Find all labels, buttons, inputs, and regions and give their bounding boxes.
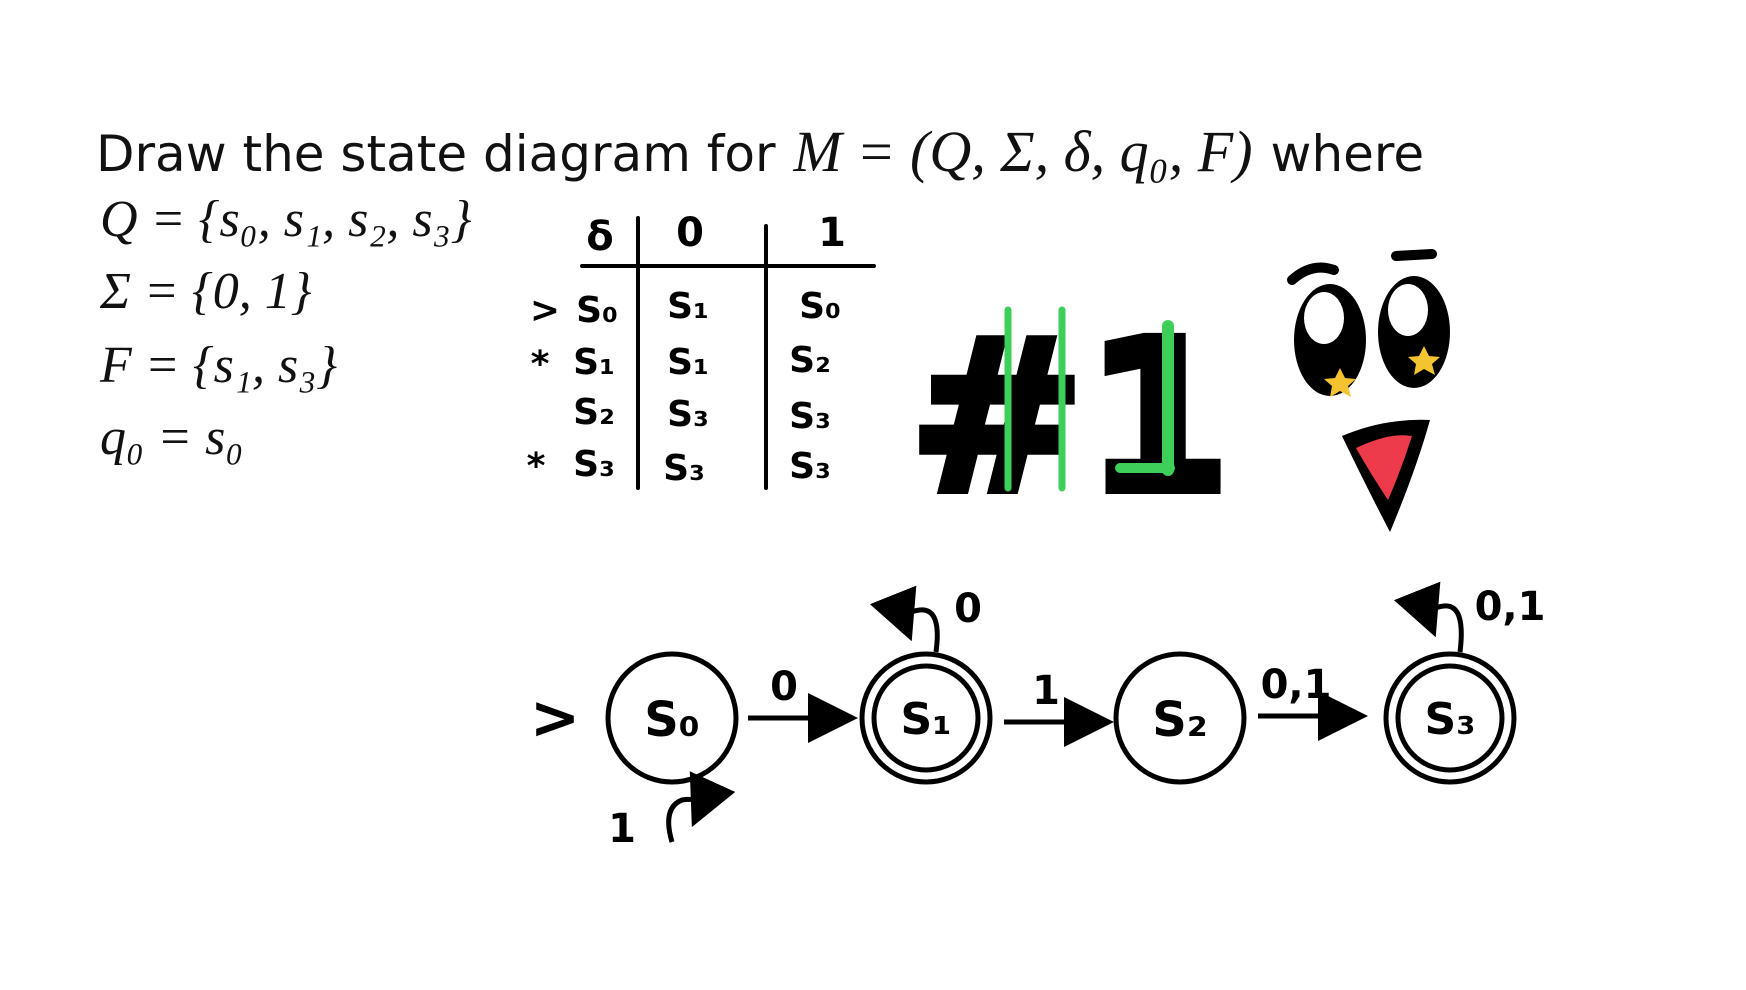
state-s0-label: S₀ [644, 692, 700, 748]
def-sigma: Σ = {0, 1} [100, 263, 312, 320]
edge-s0-s1: 0 [748, 664, 858, 743]
left-eye [1294, 284, 1366, 397]
state-s1-label: S₁ [901, 694, 952, 745]
def-q0: q₀ = s₀ [100, 409, 244, 466]
row-1-on1: S₂ [789, 340, 831, 381]
row-2-on0: S₃ [667, 394, 709, 435]
loop-s0: 1 [608, 771, 736, 852]
row-0-on1: S₀ [799, 286, 841, 327]
accent-strokes [1004, 306, 1175, 492]
row-0-on0: S₁ [667, 286, 709, 327]
left-star-icon [1324, 368, 1356, 397]
def-F: F = {s₁, s₃} [100, 337, 338, 394]
mouth [1342, 419, 1430, 532]
row-1-state: S₁ [573, 342, 615, 383]
number-one-badge: #1 [905, 249, 1450, 544]
row-3-on0: S₃ [663, 448, 705, 489]
table-header-0: 0 [676, 210, 704, 256]
edge-s1-s2-label: 1 [1032, 668, 1060, 714]
loop-s3: 0,1 [1393, 581, 1546, 653]
loop-s0-label: 1 [608, 806, 636, 852]
start-marker: > [530, 683, 580, 753]
table-header-1: 1 [818, 210, 846, 256]
row-0-mark: > [530, 290, 560, 331]
row-1-on0: S₁ [667, 342, 709, 383]
state-s1: S₁ [859, 651, 993, 785]
problem-title: Draw the state diagram for M = (Q, Σ, δ,… [96, 118, 1424, 185]
state-s0: S₀ [605, 651, 739, 785]
edge-s2-s3-label: 0,1 [1261, 662, 1332, 708]
edge-s1-s2: 1 [1004, 668, 1114, 747]
state-s3: S₃ [1383, 651, 1517, 785]
table-header-delta: δ [586, 214, 613, 260]
loop-s3-label: 0,1 [1475, 584, 1546, 630]
row-1-mark: * [531, 344, 550, 385]
loop-s1-label: 0 [954, 586, 982, 632]
title-prefix: Draw the state diagram for [96, 125, 776, 183]
state-s3-label: S₃ [1425, 694, 1476, 745]
badge-text: #1 [909, 295, 1231, 540]
right-star-icon [1408, 346, 1440, 375]
state-s2: S₂ [1113, 651, 1247, 785]
edge-s0-s1-label: 0 [770, 664, 798, 710]
row-2-on1: S₃ [789, 396, 831, 437]
right-eyebrow [1391, 249, 1437, 261]
transition-table: δ 0 1 > S₀ S₁ S₀ * S₁ S₁ S₂ S₂ S₃ S₃ * S… [527, 210, 876, 490]
row-3-state: S₃ [573, 444, 615, 485]
row-3-mark: * [527, 446, 546, 487]
row-2-state: S₂ [573, 392, 615, 433]
right-eye [1378, 276, 1450, 388]
row-3-on1: S₃ [789, 446, 831, 487]
state-diagram: > S₀ S₁ S₂ S₃ 0 1 [530, 581, 1546, 852]
edge-s2-s3: 0,1 [1258, 662, 1368, 741]
def-Q: Q = {s₀, s₁, s₂, s₃} [100, 191, 472, 248]
loop-s1: 0 [869, 585, 982, 653]
title-suffix: where [1270, 125, 1425, 183]
title-math: M = (Q, Σ, δ, q₀, F) [793, 119, 1253, 184]
state-s2-label: S₂ [1152, 692, 1208, 748]
left-eyebrow [1287, 262, 1339, 285]
row-0-state: S₀ [576, 290, 618, 331]
